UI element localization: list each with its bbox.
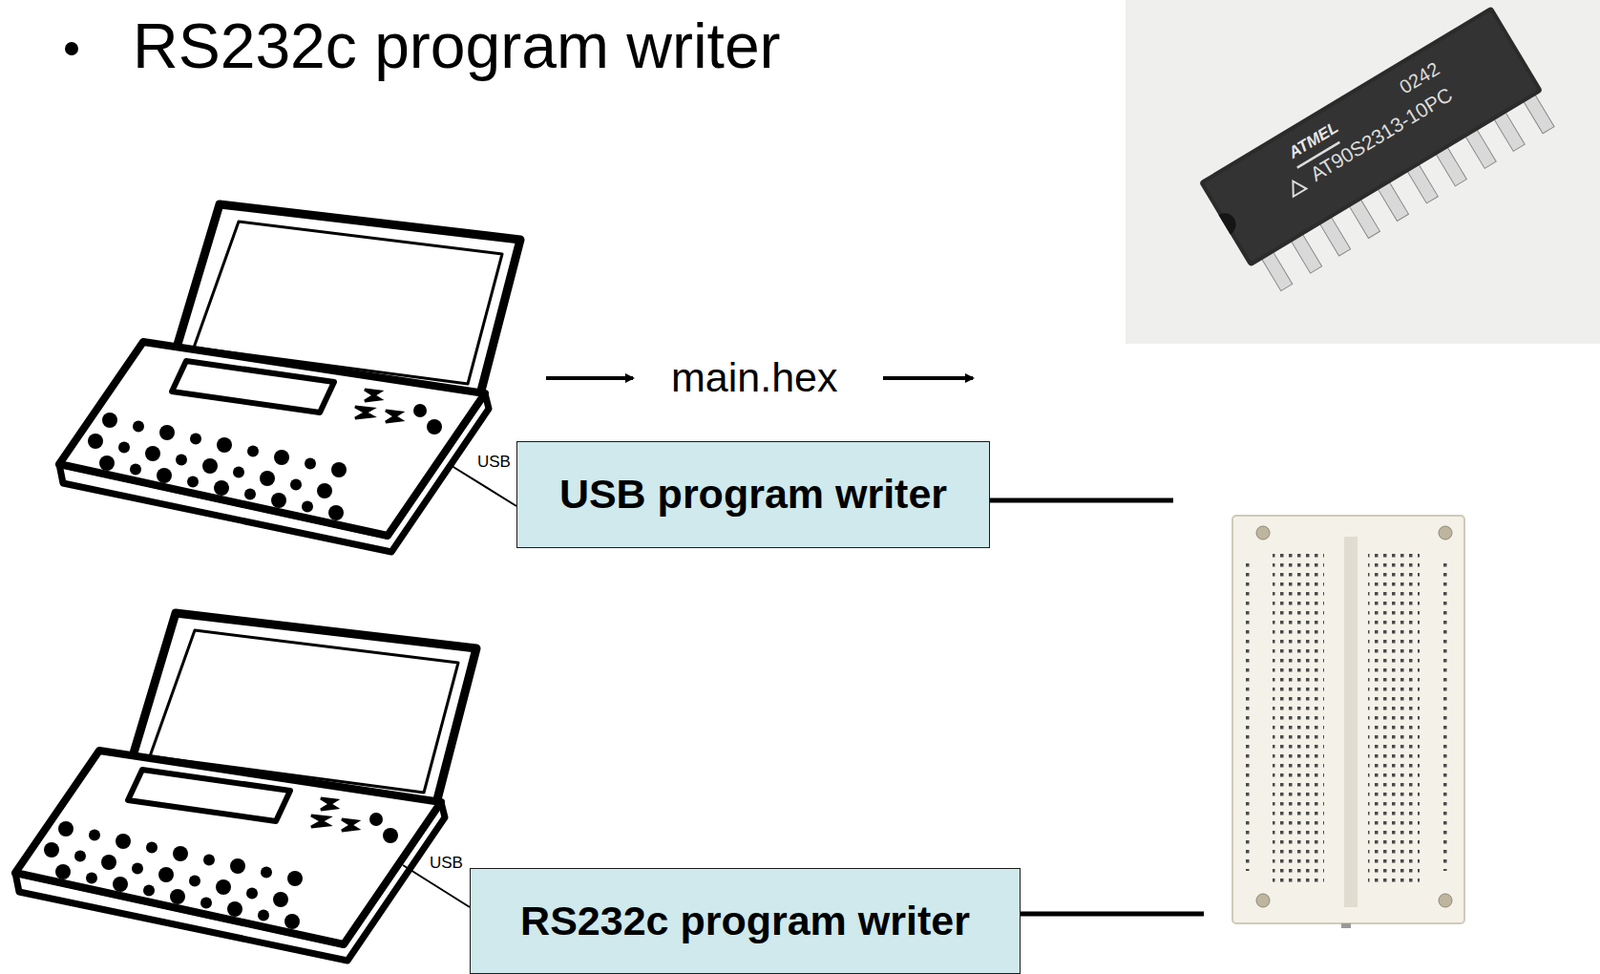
process-box: USB program writer — [516, 441, 990, 548]
flow-arrow — [883, 376, 973, 380]
file-name: main.hex — [671, 354, 838, 401]
breadboard — [1232, 515, 1465, 928]
slide-title: RS232c program writer — [132, 11, 781, 82]
box-label: RS232c program writer — [520, 897, 970, 945]
port-label: USB — [477, 452, 511, 472]
chip-photo — [1125, 0, 1600, 344]
box-label: USB program writer — [559, 470, 948, 518]
wire — [989, 498, 1174, 504]
process-box: RS232c program writer — [469, 867, 1021, 974]
wire — [1020, 911, 1204, 917]
port-label: USB — [429, 853, 464, 873]
laptop — [59, 204, 521, 552]
laptop — [15, 612, 477, 961]
bullet — [64, 42, 79, 56]
flow-arrow — [546, 376, 633, 380]
